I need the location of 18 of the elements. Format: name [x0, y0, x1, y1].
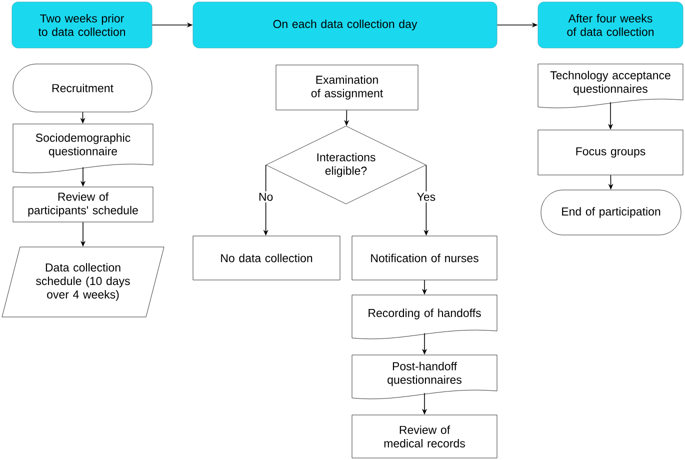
phase-header: Two weeks prior to data collection — [12, 2, 152, 48]
edge-label: Yes — [415, 191, 438, 202]
terminal-box: Recruitment — [12, 64, 152, 112]
document-box: Technology acceptance questionnaires — [538, 64, 684, 108]
process-box: Review of participants' schedule — [12, 186, 154, 222]
document-box: Recording of handoffs — [352, 294, 498, 340]
process-box: Examination of assignment — [276, 64, 418, 110]
edge-label: No — [256, 191, 275, 202]
process-box: Focus groups — [538, 130, 684, 176]
data-parallelogram: Data collection schedule (10 days over 4 weeks) — [2, 246, 164, 318]
process-box: Review of medical records — [352, 414, 498, 458]
phase-header: After four weeks of data collection — [538, 2, 684, 48]
document-box: Post-handoff questionnaires — [352, 354, 498, 400]
terminal-box: End of participation — [540, 190, 682, 236]
process-box: No data collection — [192, 236, 340, 280]
phase-header: On each data collection day — [192, 2, 498, 48]
document-box: Sociodemographic questionnaire — [12, 124, 154, 174]
process-box: Notification of nurses — [352, 236, 498, 280]
